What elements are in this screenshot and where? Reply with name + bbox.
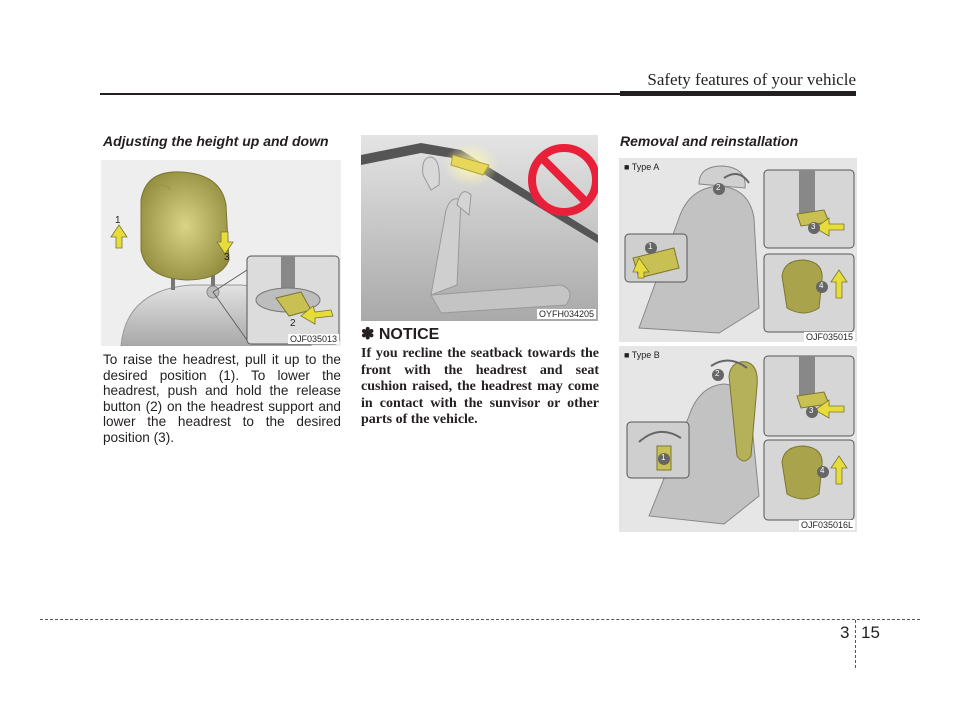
callout-3: 3 (224, 252, 230, 263)
type-b-figure: ■ Type B 2 1 3 4 OJF035016L (619, 346, 857, 532)
page-section-title: Safety features of your vehicle (647, 70, 856, 89)
notice-figure: OYFH034205 (361, 135, 598, 321)
callout-1: 1 (115, 215, 121, 226)
chapter-number: 3 (840, 623, 850, 642)
figure-code-middle: OYFH034205 (536, 309, 596, 319)
footer-divider (40, 619, 920, 620)
type-a-illustration (624, 165, 855, 334)
type-a-label: ■ Type A (624, 162, 660, 172)
callout-2: 2 (290, 318, 296, 329)
type-b-illustration (626, 355, 855, 525)
section-heading-adjust: Adjusting the height up and down (103, 133, 329, 149)
callout-a-1: 1 (648, 242, 653, 251)
callout-b-4: 4 (820, 466, 825, 475)
figure-code-type-a: OJF035015 (803, 332, 855, 342)
callout-a-4: 4 (819, 281, 824, 290)
adjust-body-text: To raise the headrest, pull it up to the… (103, 352, 341, 445)
headrest-adjust-figure: 1 3 2 OJF035013 (101, 160, 341, 346)
notice-body: If you recline the seatback towards the … (361, 346, 599, 427)
seat-sunvisor-illustration (361, 135, 598, 321)
callout-b-1: 1 (661, 453, 666, 462)
notice-title: ✽ NOTICE (361, 326, 440, 343)
page-number: 15 (861, 623, 880, 642)
figure-code-type-b: OJF035016L (798, 520, 855, 530)
type-a-figure: ■ Type A 2 1 3 4 OJF035015 (619, 158, 857, 342)
header-bar (620, 91, 856, 96)
type-b-label: ■ Type B (624, 350, 660, 360)
callout-a-2: 2 (716, 183, 721, 192)
header-rule (100, 93, 620, 95)
headrest-adjust-illustration (101, 160, 341, 346)
section-heading-removal: Removal and reinstallation (620, 133, 799, 149)
figure-code-left: OJF035013 (287, 334, 339, 344)
footer-vertical-divider (855, 620, 856, 668)
callout-b-3: 3 (809, 406, 814, 415)
callout-a-3: 3 (811, 222, 816, 231)
callout-b-2: 2 (715, 369, 720, 378)
